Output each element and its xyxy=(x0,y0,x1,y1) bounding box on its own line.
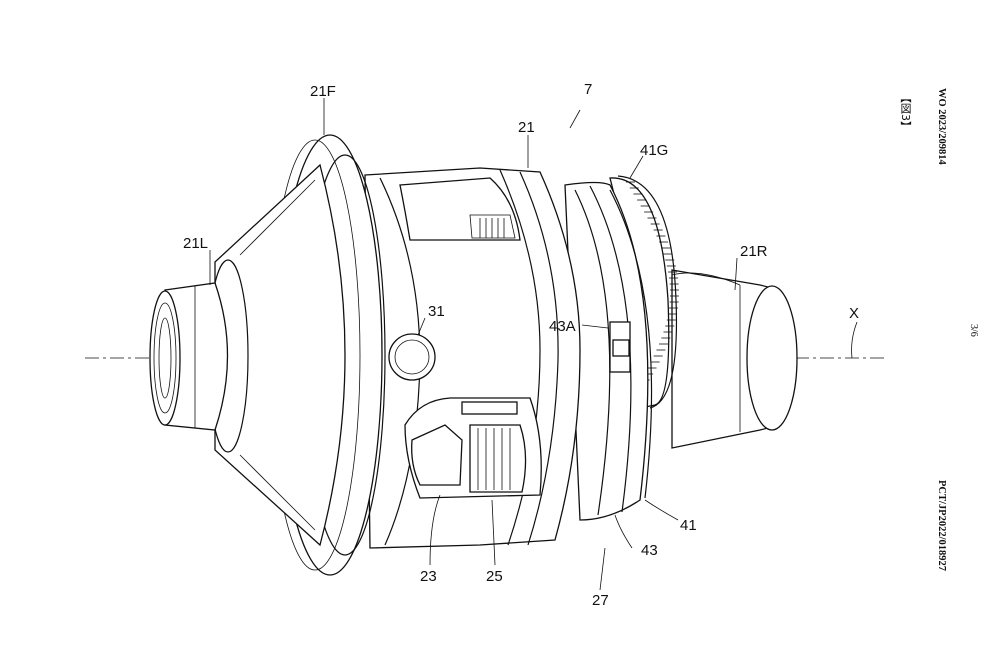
label-ref-27: 27 xyxy=(592,592,609,609)
side-ring xyxy=(564,181,653,521)
label-ref-41G: 41G xyxy=(640,142,668,159)
label-ref-21: 21 xyxy=(518,119,535,136)
label-ref-31: 31 xyxy=(428,303,445,320)
label-ref-41: 41 xyxy=(680,517,697,534)
pin-31 xyxy=(388,333,436,381)
label-ref-23: 23 xyxy=(420,568,437,585)
label-ref-X: X xyxy=(849,305,859,322)
right-shaft xyxy=(671,269,798,449)
page-number: 3/6 xyxy=(968,324,979,337)
label-ref-21R: 21R xyxy=(740,243,768,260)
label-ref-21L: 21L xyxy=(183,235,208,252)
left-shaft xyxy=(149,282,229,431)
label-ref-21F: 21F xyxy=(310,83,336,100)
cone xyxy=(207,163,346,547)
label-ref-25: 25 xyxy=(486,568,503,585)
publication-number: WO 2023/209814 xyxy=(936,88,947,165)
main-housing xyxy=(364,167,581,549)
application-number: PCT/JP2022/018927 xyxy=(936,480,947,571)
label-ref-7: 7 xyxy=(584,81,592,98)
label-ref-43A: 43A xyxy=(549,318,576,335)
leader-lines xyxy=(209,98,858,591)
figure-number: 【図3】 xyxy=(899,92,912,132)
label-ref-43: 43 xyxy=(641,542,658,559)
reference-labels: 7 21F 21 41G 21L 21R 31 43A X 41 43 23 2… xyxy=(183,81,859,609)
